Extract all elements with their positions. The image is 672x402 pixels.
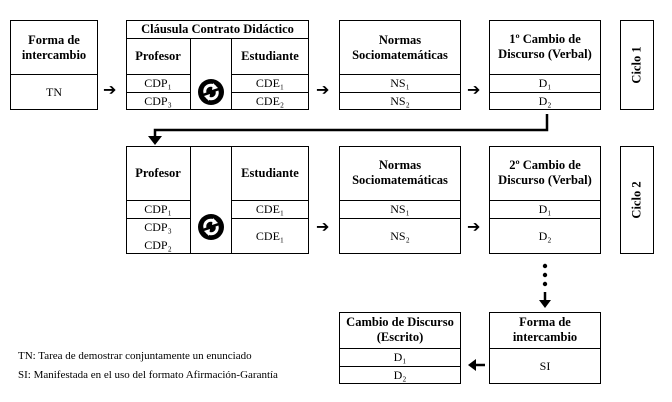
legend-si: SI: Manifestada en el uso del formato Af… [18, 369, 278, 381]
cycle-icon [198, 79, 224, 105]
cambio-escrito-value-1: D₂ [393, 367, 407, 382]
forma-intercambio-header-final: Forma de intercambio [512, 315, 578, 344]
estudiante-header-c1: Estudiante [241, 48, 299, 63]
cambio-escrito-header: Cambio de Discurso (Escrito) [346, 315, 454, 344]
forma-intercambio-value-c1: TN [46, 84, 62, 99]
normas-header-c1: Normas Sociomatemáticas [352, 33, 448, 62]
cambio-value-c1-0: D₁ [538, 75, 552, 90]
arrow-right-icon: ➔ [316, 217, 330, 236]
estudiante-value-c1-0: CDE₁ [255, 75, 285, 90]
cambio-escrito-value-0: D₁ [393, 349, 407, 364]
estudiante-value-c2-0: CDE₁ [255, 201, 285, 216]
ciclo-2-box [620, 146, 654, 254]
estudiante-value-c2-1: CDE₁ [255, 228, 285, 243]
cambio-header-c2: 2º Cambio de Discurso (Verbal) [498, 158, 592, 187]
cambio-box-c1 [489, 20, 601, 110]
cycle-icon [198, 214, 224, 240]
clausula-header: Cláusula Contrato Didáctico [141, 21, 294, 36]
profesor-value-c2-2: CDP₂ [144, 237, 172, 252]
profesor-value-c2-1: CDP₃ [144, 219, 172, 234]
forma-intercambio-value-final: SI [539, 358, 551, 373]
legend-tn: TN: Tarea de demostrar conjuntamente un … [18, 350, 252, 362]
normas-box-c1 [339, 20, 461, 110]
cambio-header-c1: 1º Cambio de Discurso (Verbal) [498, 32, 592, 61]
normas-value-c1-0: NS₁ [390, 75, 410, 90]
profesor-value-c2-0: CDP₁ [144, 201, 172, 216]
estudiante-value-c1-1: CDE₂ [255, 93, 285, 108]
arrow-right-icon: ➔ [316, 80, 330, 99]
normas-value-c1-1: NS₂ [390, 93, 410, 108]
ciclo-1-box [620, 20, 654, 110]
arrow-right-icon: ➔ [467, 217, 481, 236]
forma-intercambio-box-c1 [10, 20, 98, 110]
cambio-value-c1-1: D₂ [538, 93, 552, 108]
profesor-value-c1-0: CDP₁ [144, 75, 172, 90]
cambio-value-c2-0: D₁ [538, 201, 552, 216]
estudiante-header-c2: Estudiante [241, 165, 299, 180]
normas-header-c2: Normas Sociomatemáticas [352, 158, 448, 187]
normas-value-c2-0: NS₁ [390, 201, 410, 216]
arrow-right-icon: ➔ [103, 80, 117, 99]
profesor-value-c1-1: CDP₃ [144, 93, 172, 108]
normas-value-c2-1: NS₂ [390, 228, 410, 243]
profesor-header-c1: Profesor [135, 48, 181, 63]
cambio-value-c2-1: D₂ [538, 228, 552, 243]
arrow-right-icon: ➔ [467, 80, 481, 99]
profesor-header-c2: Profesor [135, 165, 181, 180]
forma-intercambio-header-c1: Forma de intercambio [21, 33, 87, 62]
